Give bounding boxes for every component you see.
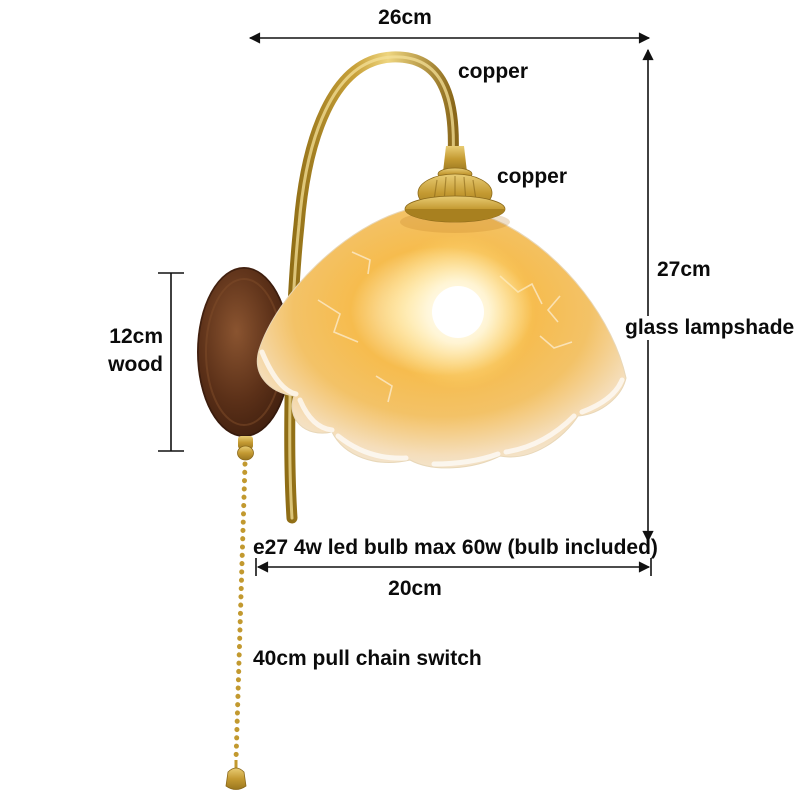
- dimension-lines: [158, 32, 654, 576]
- mount-material-label: wood: [108, 353, 163, 376]
- width-label: 26cm: [378, 6, 432, 29]
- copper-lamp-holder: [404, 146, 506, 223]
- bulb-spec-label: e27 4w led bulb max 60w (bulb included): [253, 536, 658, 559]
- pull-chain: [225, 461, 248, 790]
- bottom-width-label: 20cm: [388, 577, 442, 600]
- shade-height-label: 27cm: [657, 258, 711, 281]
- glass-lampshade: [257, 206, 627, 469]
- wood-height-dimension-line: [158, 272, 184, 452]
- chain-fitting: [237, 436, 254, 461]
- ruffle-highlights: [259, 349, 625, 467]
- chain-spec-label: 40cm pull chain switch: [253, 647, 482, 670]
- arm-material-label: copper: [458, 60, 529, 83]
- shade-material-label: glass lampshade: [622, 316, 798, 341]
- mount-height-label: 12cm: [109, 325, 163, 348]
- light-bulb: [432, 286, 484, 338]
- bottom-width-dimension-line: [255, 558, 652, 576]
- holder-material-label: copper: [497, 165, 568, 188]
- chain-pull-end: [225, 767, 247, 790]
